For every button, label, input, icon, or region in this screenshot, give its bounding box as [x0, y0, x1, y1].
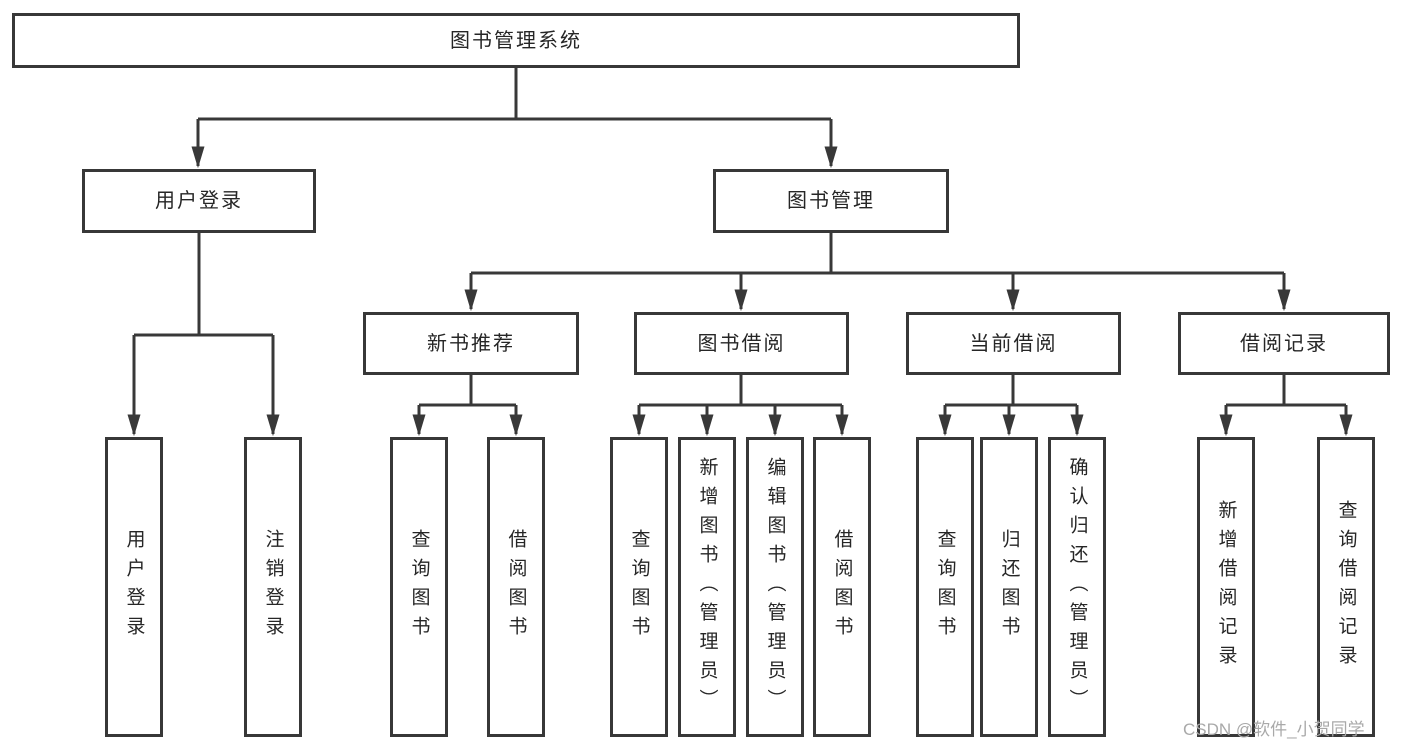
leaf-logout: 注销登录 — [244, 437, 302, 737]
leaf-add-borrow-record: 新增借阅记录 — [1197, 437, 1255, 737]
leaf-return-books: 归还图书 — [980, 437, 1038, 737]
leaf-query-borrow-record: 查询借阅记录 — [1317, 437, 1375, 737]
node-book-borrowing: 图书借阅 — [634, 312, 849, 375]
node-library-management-system: 图书管理系统 — [12, 13, 1020, 68]
leaf-user-login: 用户登录 — [105, 437, 163, 737]
node-new-book-recommendation: 新书推荐 — [363, 312, 579, 375]
node-user-login: 用户登录 — [82, 169, 316, 233]
node-borrowing-records: 借阅记录 — [1178, 312, 1390, 375]
leaf-edit-books-admin: 编辑图书（管理员） — [746, 437, 804, 737]
leaf-borrow-books: 借阅图书 — [813, 437, 871, 737]
leaf-borrow-query-books: 查询图书 — [610, 437, 668, 737]
node-book-management: 图书管理 — [713, 169, 949, 233]
csdn-watermark: CSDN @软件_小贺同学 — [1183, 720, 1365, 739]
node-current-borrowing: 当前借阅 — [906, 312, 1121, 375]
leaf-newbooks-borrow-books: 借阅图书 — [487, 437, 545, 737]
leaf-confirm-return-admin: 确认归还（管理员） — [1048, 437, 1106, 737]
leaf-add-books-admin: 新增图书（管理员） — [678, 437, 736, 737]
leaf-current-query-books: 查询图书 — [916, 437, 974, 737]
leaf-newbooks-query-books: 查询图书 — [390, 437, 448, 737]
